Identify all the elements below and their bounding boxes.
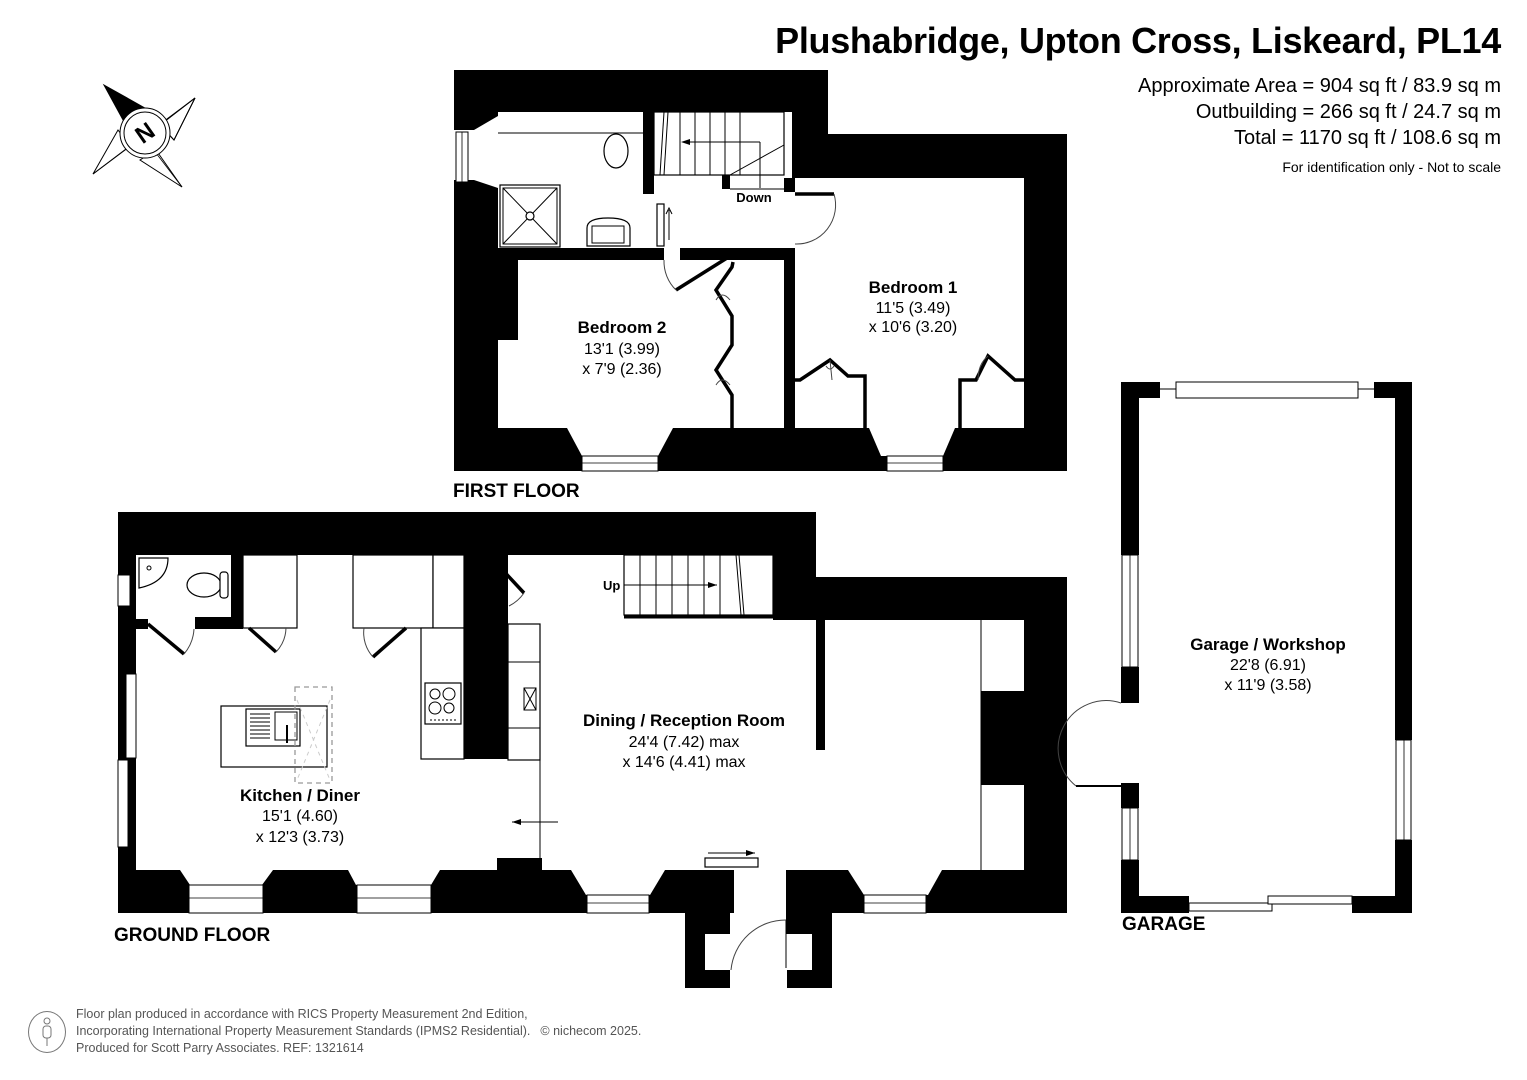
floor-label-first: FIRST FLOOR <box>453 481 580 502</box>
compass-north-icon: N <box>92 83 196 188</box>
room-label-bedroom-2: Bedroom 2 13'1 (3.99) x 7'9 (2.36) <box>578 318 667 378</box>
footer: Floor plan produced in accordance with R… <box>28 1006 641 1057</box>
room-label-bedroom-1: Bedroom 1 11'5 (3.49) x 10'6 (3.20) <box>869 278 958 336</box>
property-title: Plushabridge, Upton Cross, Liskeard, PL1… <box>775 20 1501 61</box>
svg-text:15'1 (4.60): 15'1 (4.60) <box>262 808 338 825</box>
svg-text:x 10'6 (3.20): x 10'6 (3.20) <box>869 319 957 336</box>
svg-text:11'5 (3.49): 11'5 (3.49) <box>876 300 951 317</box>
stairs-down-label: Down <box>736 190 771 205</box>
svg-text:13'1 (3.99): 13'1 (3.99) <box>584 341 660 358</box>
footer-line-2: Incorporating International Property Mea… <box>76 1024 531 1038</box>
room-label-garage-workshop: Garage / Workshop 22'8 (6.91) x 11'9 (3.… <box>1190 635 1346 694</box>
garage-plan: Garage / Workshop 22'8 (6.91) x 11'9 (3.… <box>1057 381 1412 935</box>
svg-text:x 14'6 (4.41) max: x 14'6 (4.41) max <box>622 754 745 771</box>
person-icon <box>28 1010 66 1053</box>
area-outbuilding: Outbuilding = 266 sq ft / 24.7 sq m <box>1195 101 1501 123</box>
svg-text:Garage / Workshop: Garage / Workshop <box>1190 635 1346 654</box>
staircase-down <box>653 111 785 190</box>
svg-text:x 12'3 (3.73): x 12'3 (3.73) <box>256 829 344 846</box>
room-label-dining-reception: Dining / Reception Room 24'4 (7.42) max … <box>583 711 785 771</box>
svg-text:x 7'9 (2.36): x 7'9 (2.36) <box>582 361 662 378</box>
ground-floor-plan: Up Kitchen / Diner 15'1 (4.60) x 12'3 (3… <box>114 512 1067 988</box>
svg-text:x 11'9 (3.58): x 11'9 (3.58) <box>1224 677 1311 694</box>
svg-text:Bedroom 2: Bedroom 2 <box>578 318 667 337</box>
svg-text:22'8 (6.91): 22'8 (6.91) <box>1230 657 1306 674</box>
area-approximate: Approximate Area = 904 sq ft / 83.9 sq m <box>1138 75 1501 97</box>
area-summary: Approximate Area = 904 sq ft / 83.9 sq m… <box>1138 73 1501 177</box>
floor-label-garage: GARAGE <box>1122 914 1205 935</box>
room-label-kitchen-diner: Kitchen / Diner 15'1 (4.60) x 12'3 (3.73… <box>240 786 360 846</box>
footer-line-3: Produced for Scott Parry Associates. REF… <box>76 1041 364 1055</box>
staircase-up <box>623 554 774 619</box>
footer-line-1: Floor plan produced in accordance with R… <box>76 1007 528 1021</box>
svg-text:Kitchen / Diner: Kitchen / Diner <box>240 786 360 805</box>
scale-disclaimer: For identification only - Not to scale <box>1282 159 1501 175</box>
copyright: © nichecom 2025. <box>540 1024 642 1038</box>
stairs-up-label: Up <box>603 578 620 593</box>
svg-text:24'4 (7.42) max: 24'4 (7.42) max <box>629 734 740 751</box>
area-total: Total = 1170 sq ft / 108.6 sq m <box>1233 127 1501 149</box>
svg-text:Bedroom 1: Bedroom 1 <box>869 278 958 297</box>
first-floor-plan: Down Bedroom 1 11'5 (3.49) x 10'6 (3.20) <box>453 70 1067 502</box>
floor-label-ground: GROUND FLOOR <box>114 925 270 946</box>
svg-text:Dining / Reception Room: Dining / Reception Room <box>583 711 785 730</box>
